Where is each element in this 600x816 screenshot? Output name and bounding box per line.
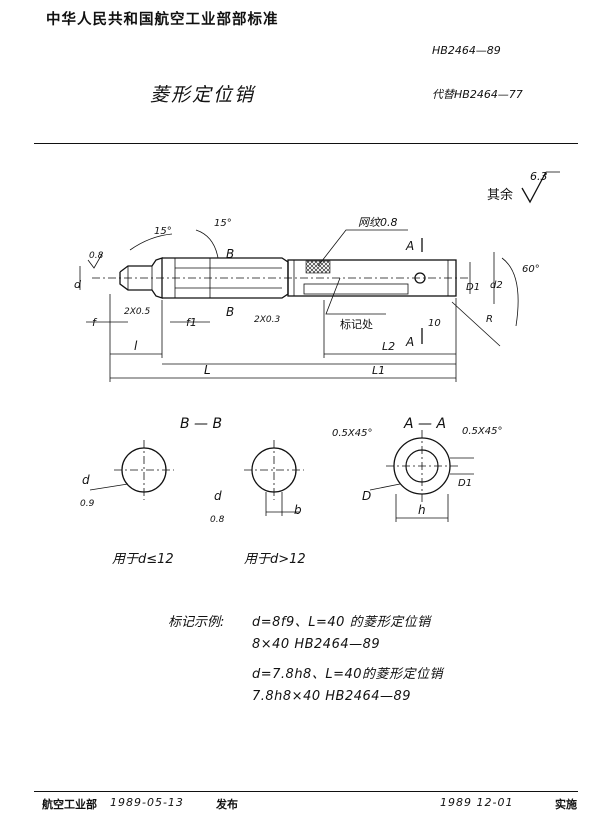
usage-small: 用于d≤12: [112, 552, 174, 567]
dim-f-label: f: [92, 316, 98, 329]
angle-tip: 15°: [154, 226, 172, 237]
dim-L1-label: L1: [372, 364, 385, 377]
dim-d-label: d: [74, 278, 82, 291]
dim-r-label: R: [486, 314, 493, 325]
section-aa-view: [369, 430, 474, 522]
section-aa-title: A — A: [403, 416, 446, 432]
chamfer-left: 2X0.5: [124, 307, 150, 317]
chamfer-mid: 2X0.3: [254, 315, 280, 325]
section-large-rough: 0.8: [210, 515, 225, 525]
dim-d1-label: D1: [466, 282, 480, 293]
section-b-top-label: B: [226, 247, 234, 261]
dim-l-label: l: [134, 339, 138, 353]
footer-issuer: 航空工业部: [42, 798, 97, 811]
dim-f1-label: f1: [186, 316, 197, 329]
aa-chamfer-right: 0.5X45°: [462, 426, 502, 437]
marking-line-2: 8×40 HB2464—89: [252, 637, 381, 652]
angle-60: 60°: [522, 264, 540, 275]
bottom-divider: [34, 791, 578, 792]
marking-line-3: d=7.8h8、L=40的菱形定位销: [252, 667, 444, 682]
section-small-rough: 0.9: [80, 499, 95, 509]
dim-d2-label: d2: [490, 280, 503, 291]
footer-implement: 实施: [555, 798, 577, 811]
section-large-d: d: [214, 489, 222, 503]
replaces-standard: 代替HB2464—77: [432, 88, 523, 101]
pin-outline: [119, 257, 457, 299]
section-aa-D1: D1: [458, 478, 472, 489]
section-small-d: d: [82, 473, 90, 487]
roughness-value: 6.3: [530, 170, 548, 183]
tip-roughness: 0.8: [89, 251, 104, 261]
section-large-circle: [244, 440, 304, 516]
aa-chamfer-left: 0.5X45°: [332, 428, 372, 439]
page-title: 菱形定位销: [150, 84, 256, 106]
section-a-bottom-label: A: [405, 335, 414, 349]
roughness-symbol-icon: [521, 171, 547, 204]
roughness-rest-label: 其余: [487, 187, 513, 203]
dim-L-label: L: [204, 363, 211, 377]
footer-publish: 发布: [216, 798, 238, 811]
technical-drawing: 其余 6.3 A A B: [74, 170, 560, 525]
section-bb-title: B — B: [180, 416, 222, 432]
section-b-bottom-label: B: [226, 305, 234, 319]
section-b-width: b: [294, 503, 302, 517]
dim-L2-label: L2: [382, 340, 395, 353]
section-aa-D: D: [362, 489, 371, 503]
usage-large: 用于d>12: [244, 552, 306, 567]
section-small-circle: [89, 440, 174, 500]
knurl-note: 网纹0.8: [358, 216, 398, 229]
section-aa-h: h: [418, 503, 426, 517]
section-a-top-label: A: [405, 239, 414, 253]
footer-issue-date: 1989-05-13: [110, 796, 184, 809]
standard-organization: 中华人民共和国航空工业部部标准: [46, 12, 279, 28]
footer-impl-date: 1989 12-01: [440, 796, 514, 809]
standard-number: HB2464—89: [432, 44, 501, 57]
top-divider: [34, 143, 578, 144]
dim-10: 10: [428, 318, 441, 329]
marking-line-1: d=8f9、L=40 的菱形定位销: [252, 615, 431, 630]
marking-line-4: 7.8h8×40 HB2464—89: [252, 689, 412, 704]
angle-body: 15°: [214, 218, 232, 229]
marking-location: 标记处: [340, 317, 373, 331]
marking-example-label: 标记示例:: [168, 615, 225, 630]
